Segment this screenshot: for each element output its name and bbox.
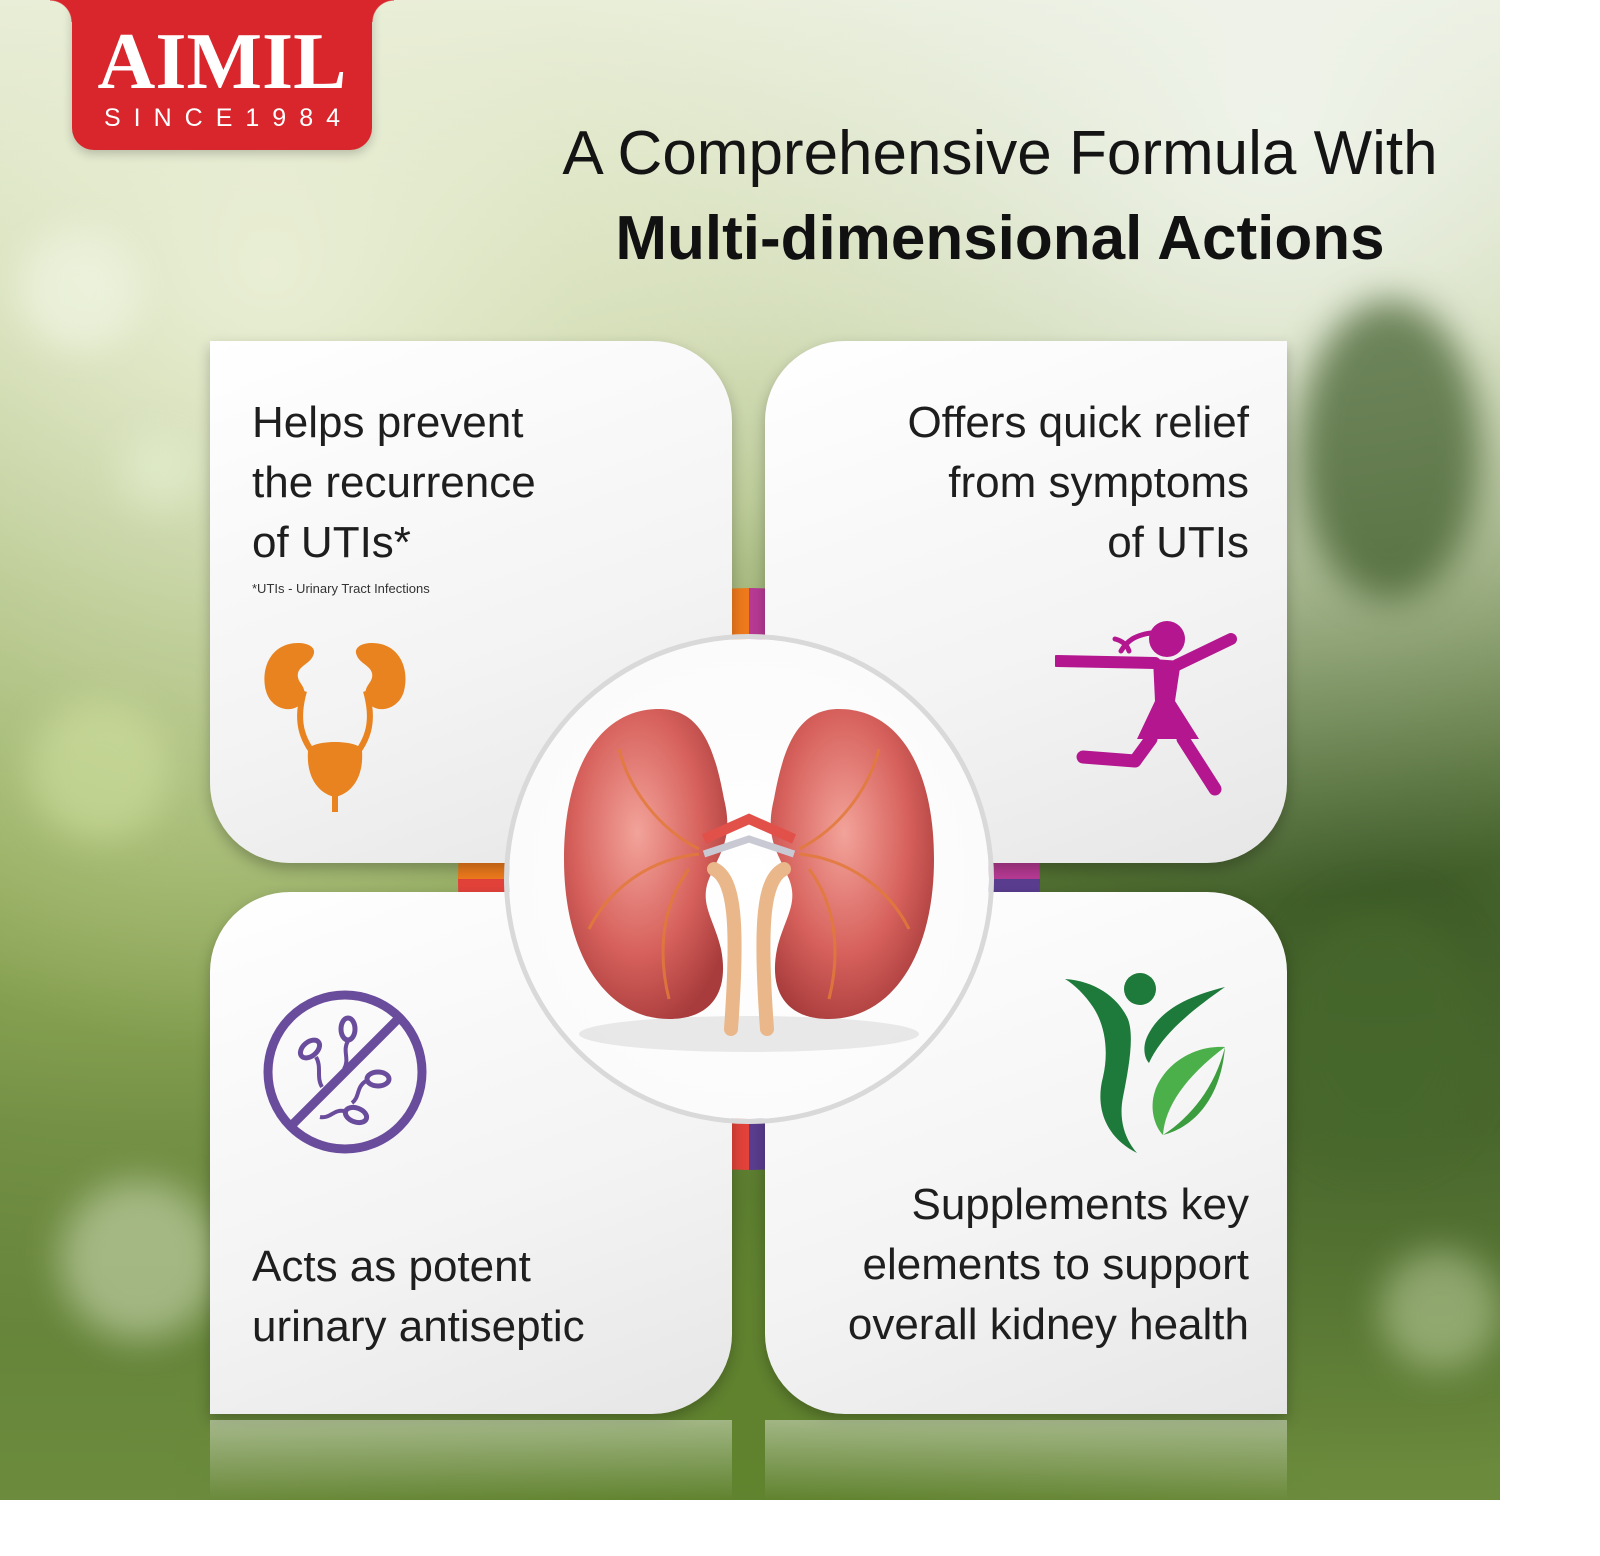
running-woman-icon [1055, 621, 1237, 796]
leaf-person-icon [1065, 973, 1225, 1153]
card-text: Helps prevent the recurrence of UTIs* [252, 393, 712, 573]
brand-since: SINCE1984 [103, 104, 354, 132]
bokeh-dark [1300, 300, 1480, 600]
bokeh-dark [1280, 900, 1480, 1160]
card-line: Supplements key [911, 1180, 1249, 1229]
card-line: Offers quick relief [907, 398, 1249, 447]
headline-line-1: A Comprehensive Formula With [562, 119, 1438, 188]
card-line: from symptoms [948, 458, 1249, 507]
card-reflection [765, 1420, 1287, 1500]
card-line: elements to support [862, 1240, 1249, 1289]
card-line: Acts as potent [252, 1242, 531, 1291]
card-reflection [210, 1420, 732, 1500]
card-line: urinary antiseptic [252, 1302, 585, 1351]
urinary-system-icon [264, 643, 406, 812]
footnote: *UTIs - Urinary Tract Infections [252, 581, 430, 596]
card-line: the recurrence [252, 458, 536, 507]
brand-logo: AIMIL SINCE1984 [50, 0, 394, 150]
card-line: Helps prevent [252, 398, 524, 447]
card-line: of UTIs [1107, 518, 1249, 567]
center-circle [509, 639, 989, 1119]
card-text: Acts as potent urinary antiseptic [252, 1237, 712, 1357]
bokeh-light [1380, 1250, 1500, 1370]
kidneys-icon [564, 709, 934, 1052]
card-text: Supplements key elements to support over… [769, 1175, 1249, 1355]
bokeh-light [20, 230, 140, 350]
bokeh-light [30, 700, 170, 840]
card-line: of UTIs* [252, 518, 411, 567]
brand-name: AIMIL [97, 18, 347, 106]
bokeh-light [120, 430, 200, 510]
headline-line-2: Multi-dimensional Actions [615, 204, 1385, 273]
card-line: overall kidney health [847, 1300, 1249, 1349]
no-bacteria-icon [263, 990, 427, 1154]
bokeh-light [60, 1180, 220, 1340]
card-text: Offers quick relief from symptoms of UTI… [779, 393, 1249, 573]
